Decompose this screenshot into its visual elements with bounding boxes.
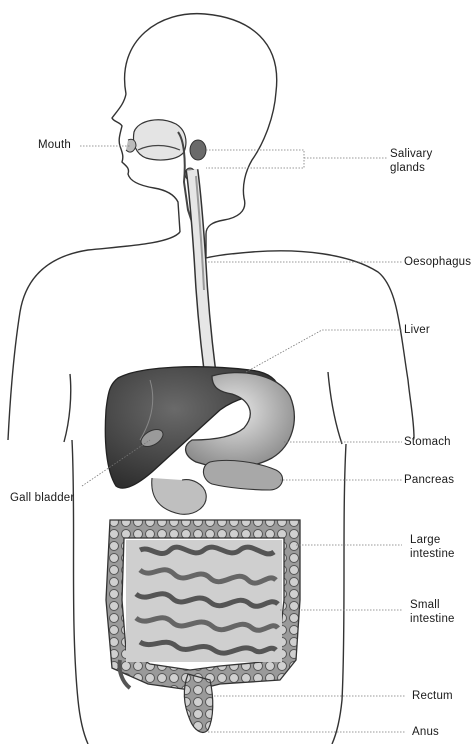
small-intestine: [126, 540, 282, 662]
pancreas: [203, 460, 282, 490]
label-anus: Anus: [412, 725, 439, 739]
mouth-structure: [126, 120, 194, 228]
label-oesophagus: Oesophagus: [404, 255, 471, 269]
label-liver: Liver: [404, 323, 430, 337]
duodenum: [152, 478, 206, 514]
rectum: [184, 674, 212, 732]
face-outline: [112, 94, 180, 232]
left-arm-inner: [64, 374, 71, 442]
right-arm-inner: [328, 372, 342, 444]
leader-salivary: [206, 150, 388, 168]
leader-liver: [246, 330, 402, 372]
label-mouth: Mouth: [38, 138, 71, 152]
right-shoulder: [206, 251, 414, 438]
left-waist: [72, 440, 88, 744]
oesophagus-tube: [192, 170, 210, 372]
label-pancreas: Pancreas: [404, 473, 454, 487]
label-salivary-glands: Salivary glands: [390, 147, 433, 175]
label-rectum: Rectum: [412, 689, 453, 703]
label-stomach: Stomach: [404, 435, 451, 449]
label-large-intestine: Large intestine: [410, 533, 455, 561]
label-gall-bladder: Gall bladder: [10, 491, 74, 505]
label-small-intestine: Small intestine: [410, 598, 455, 626]
right-waist: [332, 444, 346, 744]
